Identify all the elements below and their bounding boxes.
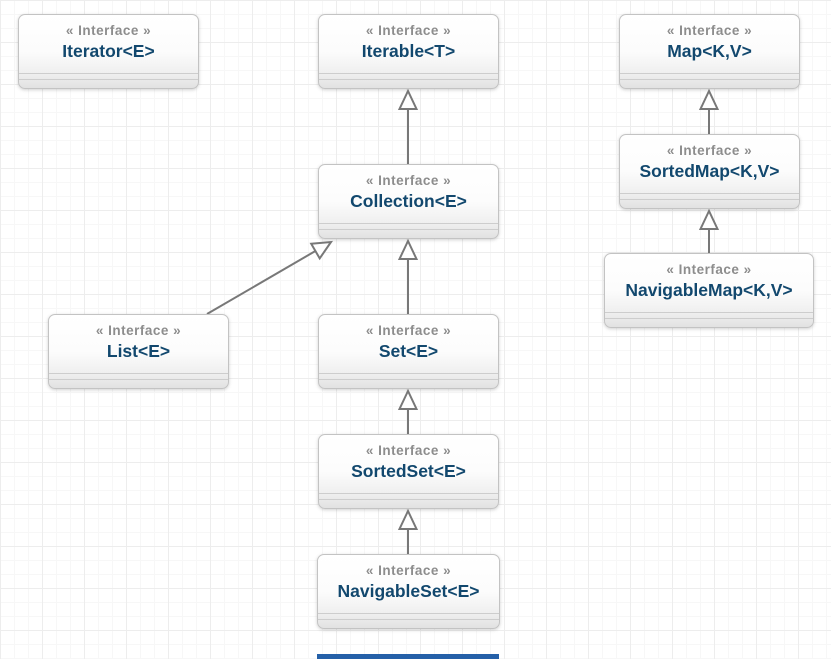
compartment-divider [605, 318, 813, 319]
interface-name: Iterator<E> [62, 41, 155, 61]
interface-name: SortedSet<E> [351, 461, 466, 481]
compartment-divider [620, 79, 799, 80]
uml-node-collection[interactable]: « Interface » Collection<E> [318, 164, 499, 239]
hollow-triangle-arrowhead [698, 208, 720, 230]
stereotype-label: « Interface » [666, 262, 752, 277]
edge-navigableset-to-sortedset[interactable] [397, 508, 419, 554]
hollow-triangle-arrowhead [698, 88, 720, 110]
interface-name: Iterable<T> [361, 41, 456, 61]
hollow-triangle-arrowhead [397, 88, 419, 110]
compartment-divider [319, 229, 498, 230]
edge-collection-to-iterable[interactable] [397, 88, 419, 164]
stereotype-label: « Interface » [95, 323, 182, 338]
compartment-divider [49, 379, 228, 380]
uml-node-sortedset[interactable]: « Interface » SortedSet<E> [318, 434, 499, 509]
uml-node-sortedmap[interactable]: « Interface » SortedMap<K,V> [619, 134, 800, 209]
bottom-edge-selection-bar[interactable] [317, 654, 499, 659]
compartment-divider [620, 199, 799, 200]
compartment-divider [319, 379, 498, 380]
edge-navigablemap-to-sortedmap[interactable] [698, 208, 720, 253]
compartment-divider [319, 223, 498, 224]
interface-name: Map<K,V> [667, 41, 752, 61]
stereotype-label: « Interface » [666, 143, 753, 158]
uml-node-map[interactable]: « Interface » Map<K,V> [619, 14, 800, 89]
stereotype-label: « Interface » [365, 563, 452, 578]
uml-node-navigableset[interactable]: « Interface » NavigableSet<E> [317, 554, 500, 629]
compartment-divider [319, 373, 498, 374]
compartment-divider [605, 312, 813, 313]
stereotype-label: « Interface » [365, 23, 452, 38]
interface-name: NavigableSet<E> [337, 581, 480, 601]
hollow-triangle-arrowhead [397, 238, 419, 260]
stereotype-label: « Interface » [65, 23, 152, 38]
compartment-divider [319, 499, 498, 500]
compartment-divider [620, 193, 799, 194]
interface-name: Collection<E> [350, 191, 467, 211]
compartment-divider [318, 619, 499, 620]
edge-set-to-collection[interactable] [397, 238, 419, 314]
compartment-divider [49, 373, 228, 374]
interface-name: NavigableMap<K,V> [625, 280, 793, 300]
interface-name: Set<E> [378, 341, 439, 361]
edge-sortedmap-to-map[interactable] [698, 88, 720, 134]
stereotype-label: « Interface » [365, 443, 452, 458]
stereotype-label: « Interface » [666, 23, 753, 38]
hollow-triangle-arrowhead [397, 508, 419, 530]
compartment-divider [19, 73, 198, 74]
hollow-triangle-arrowhead [309, 240, 334, 261]
uml-node-list[interactable]: « Interface » List<E> [48, 314, 229, 389]
compartment-divider [319, 73, 498, 74]
uml-node-set[interactable]: « Interface » Set<E> [318, 314, 499, 389]
edge-sortedset-to-set[interactable] [397, 388, 419, 434]
hollow-triangle-arrowhead [397, 388, 419, 410]
interface-name: SortedMap<K,V> [639, 161, 780, 181]
uml-node-iterable[interactable]: « Interface » Iterable<T> [318, 14, 499, 89]
stereotype-label: « Interface » [365, 323, 452, 338]
compartment-divider [19, 79, 198, 80]
edge-list-to-collection[interactable] [206, 240, 334, 315]
compartment-divider [319, 79, 498, 80]
interface-name: List<E> [106, 341, 171, 361]
stereotype-label: « Interface » [365, 173, 452, 188]
compartment-divider [620, 73, 799, 74]
uml-node-iterator[interactable]: « Interface » Iterator<E> [18, 14, 199, 89]
uml-node-navigablemap[interactable]: « Interface » NavigableMap<K,V> [604, 253, 814, 328]
compartment-divider [319, 493, 498, 494]
compartment-divider [318, 613, 499, 614]
